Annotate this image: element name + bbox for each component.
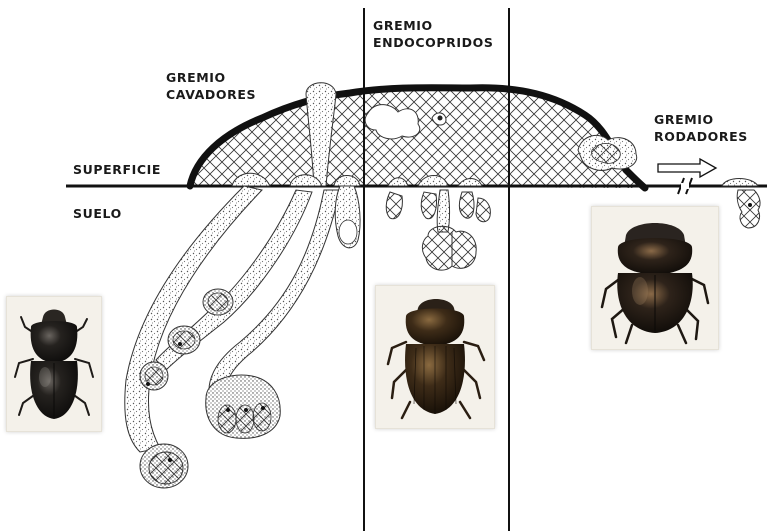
guild-endocopridos-line2: ENDOCOPRIDOS [373,35,493,50]
superficie-label: SUPERFICIE [73,161,161,178]
guild-rodadores-line1: GREMIO [654,112,714,127]
beetle-illustration [376,286,494,428]
guild-cavadores-line2: CAVADORES [166,87,256,102]
guild-endocopridos-line1: GREMIO [373,18,433,33]
brood-cluster [218,403,271,433]
beetle-illustration [592,207,718,349]
suelo-label: SUELO [73,205,122,222]
guild-rodadores-line2: RODADORES [654,129,748,144]
cavadores-beetle-photo [6,296,102,432]
rodadores-buried-ball [722,179,760,229]
guild-cavadores-line1: GREMIO [166,70,226,85]
guild-endocopridos-label: GREMIO ENDOCOPRIDOS [373,17,493,51]
right-arrow-icon [658,159,716,177]
rodadores-beetle-photo [591,206,719,350]
guild-cavadores-label: GREMIO CAVADORES [166,69,256,103]
dung-pad [190,88,645,188]
endocopridos-beetle-photo [375,285,495,429]
beetle-illustration [7,297,101,431]
guild-rodadores-label: GREMIO RODADORES [654,111,748,145]
endocopridos-nests [386,176,490,271]
double-slash-icon [678,178,692,194]
